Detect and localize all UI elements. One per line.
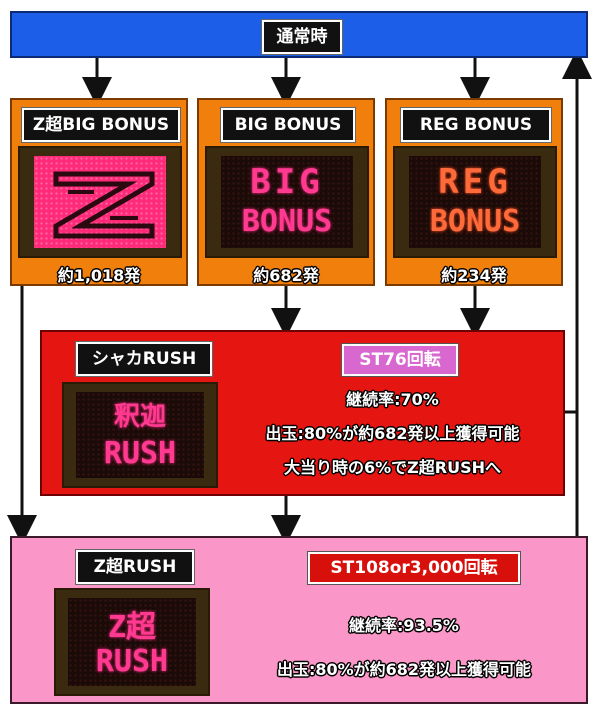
reg-bonus-label: REG BONUS bbox=[401, 108, 551, 142]
shaka-rush-box: シャカRUSH 釈迦 RUSH ST76回転 継続率:70% 出玉:80%が約6… bbox=[40, 330, 565, 496]
shaka-line-2: 出玉:80%が約682発以上獲得可能 bbox=[265, 424, 520, 443]
zbig-bonus-label: Z超BIG BONUS bbox=[22, 108, 180, 142]
z-rush-st-badge: ST108or3,000回転 bbox=[308, 552, 520, 584]
z-rush-line-2: 出玉:80%が約682発以上獲得可能 bbox=[276, 660, 532, 679]
normal-state-label: 通常時 bbox=[262, 20, 342, 54]
reg-bonus-box: REG BONUS REG BONUS 約234発 bbox=[385, 98, 563, 286]
zbig-bonus-payout: 約1,018発 bbox=[57, 266, 141, 285]
zbig-bonus-box: Z超BIG BONUS 約1,018発 bbox=[10, 98, 188, 286]
normal-state-bar: 通常時 bbox=[10, 11, 588, 58]
shaka-rush-icon: 釈迦 RUSH bbox=[62, 382, 218, 488]
big-bonus-label: BIG BONUS bbox=[221, 108, 355, 142]
shaka-rush-label: シャカRUSH bbox=[76, 342, 212, 376]
z-rush-label: Z超RUSH bbox=[76, 550, 194, 584]
reg-bonus-payout: 約234発 bbox=[441, 266, 507, 285]
reg-bonus-icon: REG BONUS bbox=[393, 146, 557, 258]
big-bonus-payout: 約682発 bbox=[253, 266, 319, 285]
shaka-line-3: 大当り時の6%でZ超RUSHへ bbox=[284, 458, 501, 477]
z-logo-icon bbox=[18, 146, 182, 258]
z-rush-line-1: 継続率:93.5% bbox=[349, 616, 459, 635]
z-rush-box: Z超RUSH Z超 RUSH ST108or3,000回転 継続率:93.5% … bbox=[10, 536, 588, 704]
shaka-line-1: 継続率:70% bbox=[346, 390, 439, 409]
big-bonus-icon: BIG BONUS bbox=[205, 146, 369, 258]
shaka-st-badge: ST76回転 bbox=[342, 344, 458, 376]
z-rush-icon: Z超 RUSH bbox=[54, 588, 210, 696]
big-bonus-box: BIG BONUS BIG BONUS 約682発 bbox=[197, 98, 375, 286]
